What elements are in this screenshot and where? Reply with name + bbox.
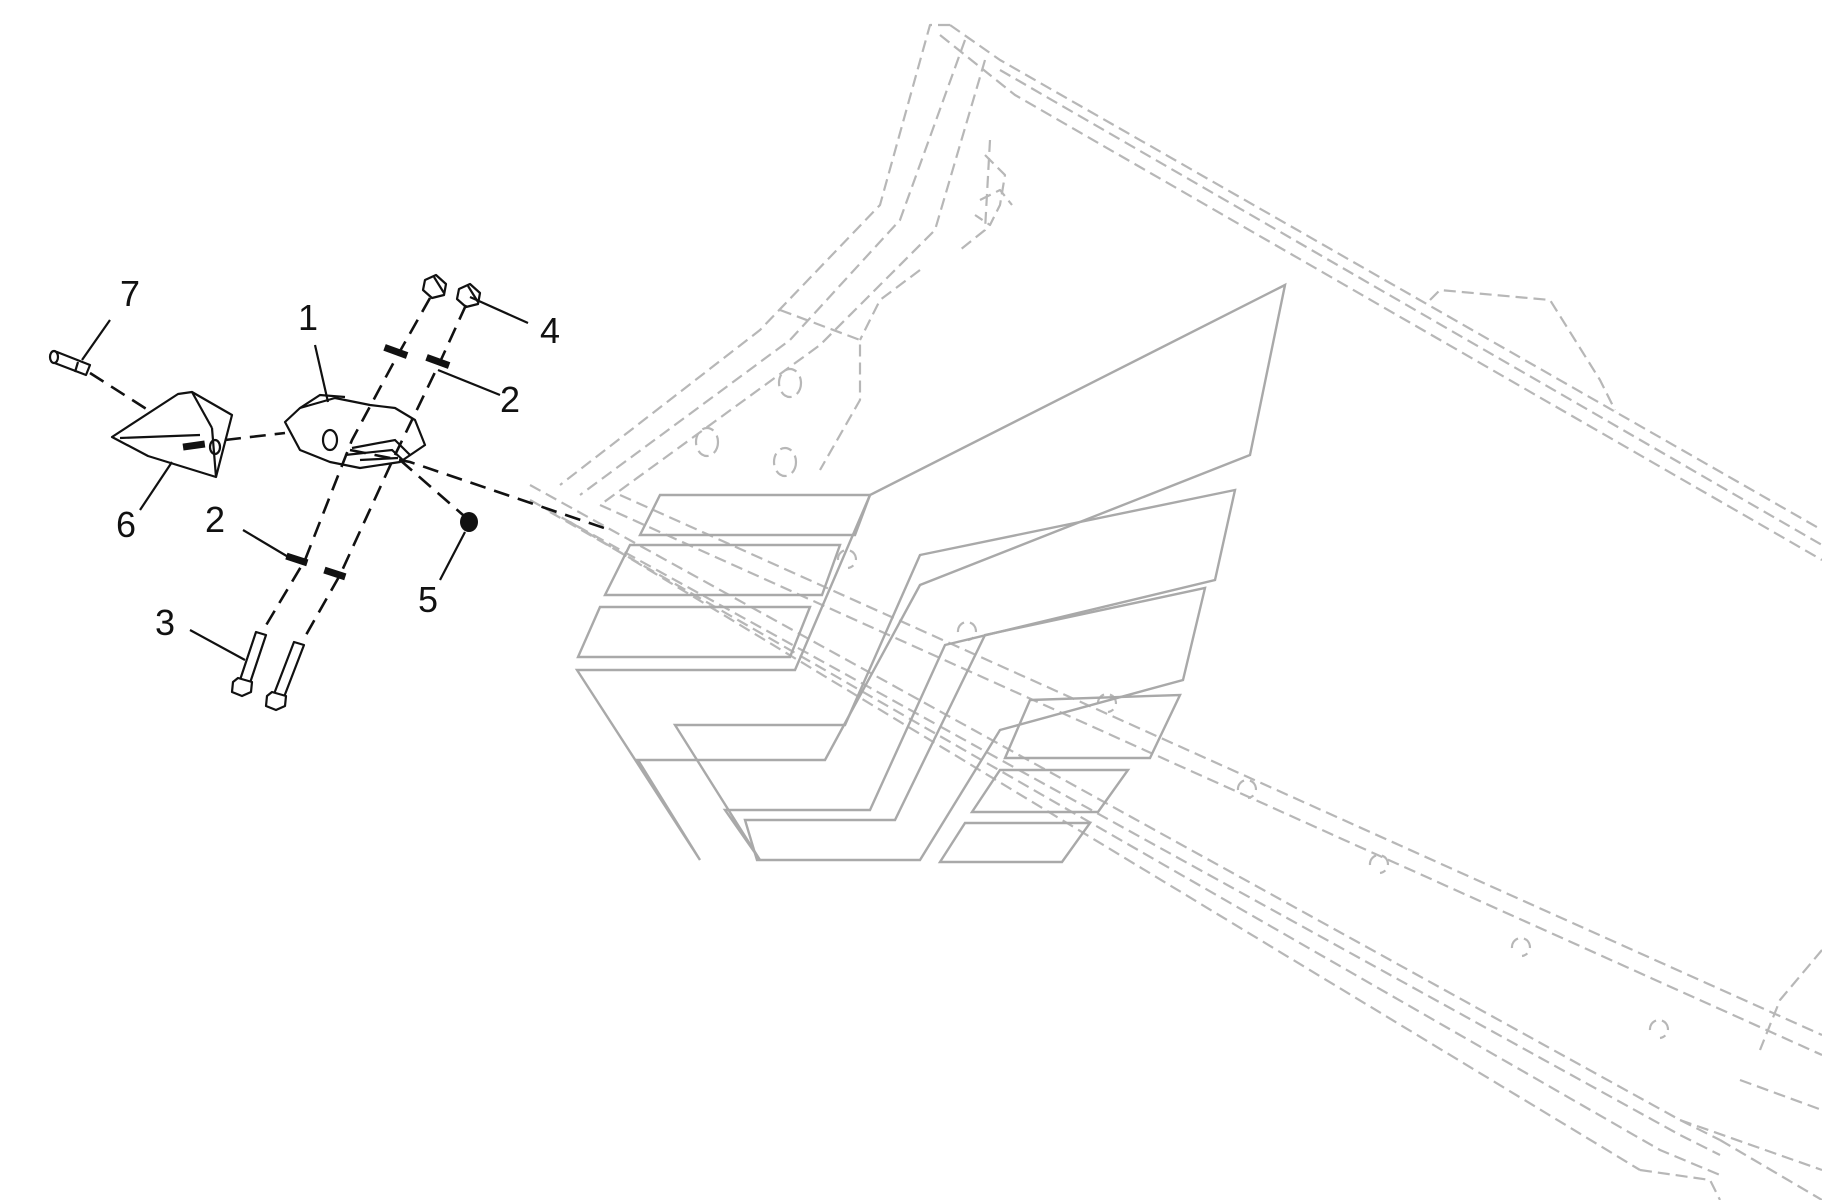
callout-2-lower: 2 [205, 499, 225, 540]
callout-7: 7 [120, 273, 140, 314]
background-frame-assembly [529, 23, 1822, 1200]
callout-6: 6 [116, 504, 136, 545]
callout-1: 1 [298, 297, 318, 338]
assembly-line-to-frame [349, 448, 611, 532]
assembly-line-rivet [399, 459, 464, 516]
nut-part [421, 273, 482, 309]
callout-labels: 1 2 2 3 4 5 6 7 [116, 273, 560, 643]
callout-4: 4 [540, 310, 560, 351]
rivet-part [460, 512, 478, 532]
guard-body-part [283, 393, 427, 470]
foreground-parts [48, 273, 611, 712]
washer-part-upper [383, 344, 451, 369]
assembly-line-bolt-right [300, 304, 468, 643]
leader-lines [81, 295, 529, 661]
washer-part-lower [285, 552, 347, 581]
pin-part [48, 349, 92, 377]
callout-5: 5 [418, 579, 438, 620]
assembly-line-guard-to-body [224, 431, 286, 442]
callout-3: 3 [155, 602, 175, 643]
callout-2-upper: 2 [500, 379, 520, 420]
wing-logo-decal [574, 282, 1287, 864]
bolt-part [230, 630, 306, 712]
guard-tip-part [110, 390, 234, 479]
assembly-line-pin [89, 371, 149, 412]
assembly-line-bolt-left [260, 297, 432, 633]
